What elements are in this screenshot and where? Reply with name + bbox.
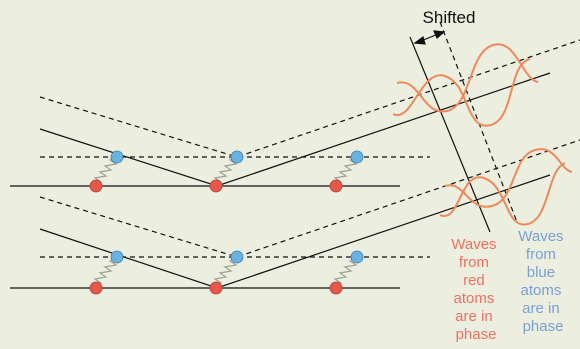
red-caption: Waves from red atoms are in phase bbox=[451, 236, 500, 343]
lower-wave-red bbox=[439, 162, 566, 226]
spring bbox=[93, 256, 118, 289]
lower-wave-blue bbox=[444, 148, 573, 208]
red-atom bbox=[89, 179, 103, 193]
red-atom bbox=[329, 281, 343, 295]
blue-atom bbox=[230, 150, 244, 164]
blue-atom bbox=[350, 250, 364, 264]
red-atoms bbox=[89, 179, 343, 295]
outgoing-waves bbox=[392, 43, 573, 226]
blue-atom bbox=[350, 150, 364, 164]
wavefronts bbox=[409, 21, 518, 233]
blue-atom bbox=[110, 250, 124, 264]
shifted-label: Shifted bbox=[423, 8, 476, 27]
upper-wave-red bbox=[392, 58, 531, 127]
blue-caption: Waves from blue atoms are in phase bbox=[518, 228, 567, 335]
blue-atoms bbox=[110, 150, 364, 264]
red-atom bbox=[89, 281, 103, 295]
spring bbox=[213, 256, 238, 289]
red-atom bbox=[209, 179, 223, 193]
red-wavefront bbox=[409, 36, 491, 233]
red-atom bbox=[209, 281, 223, 295]
blue-atom bbox=[110, 150, 124, 164]
spring bbox=[333, 256, 358, 289]
upper-wave-blue bbox=[396, 43, 539, 113]
red-atom bbox=[329, 179, 343, 193]
shifted-arrow bbox=[413, 30, 446, 45]
blue-atom bbox=[230, 250, 244, 264]
